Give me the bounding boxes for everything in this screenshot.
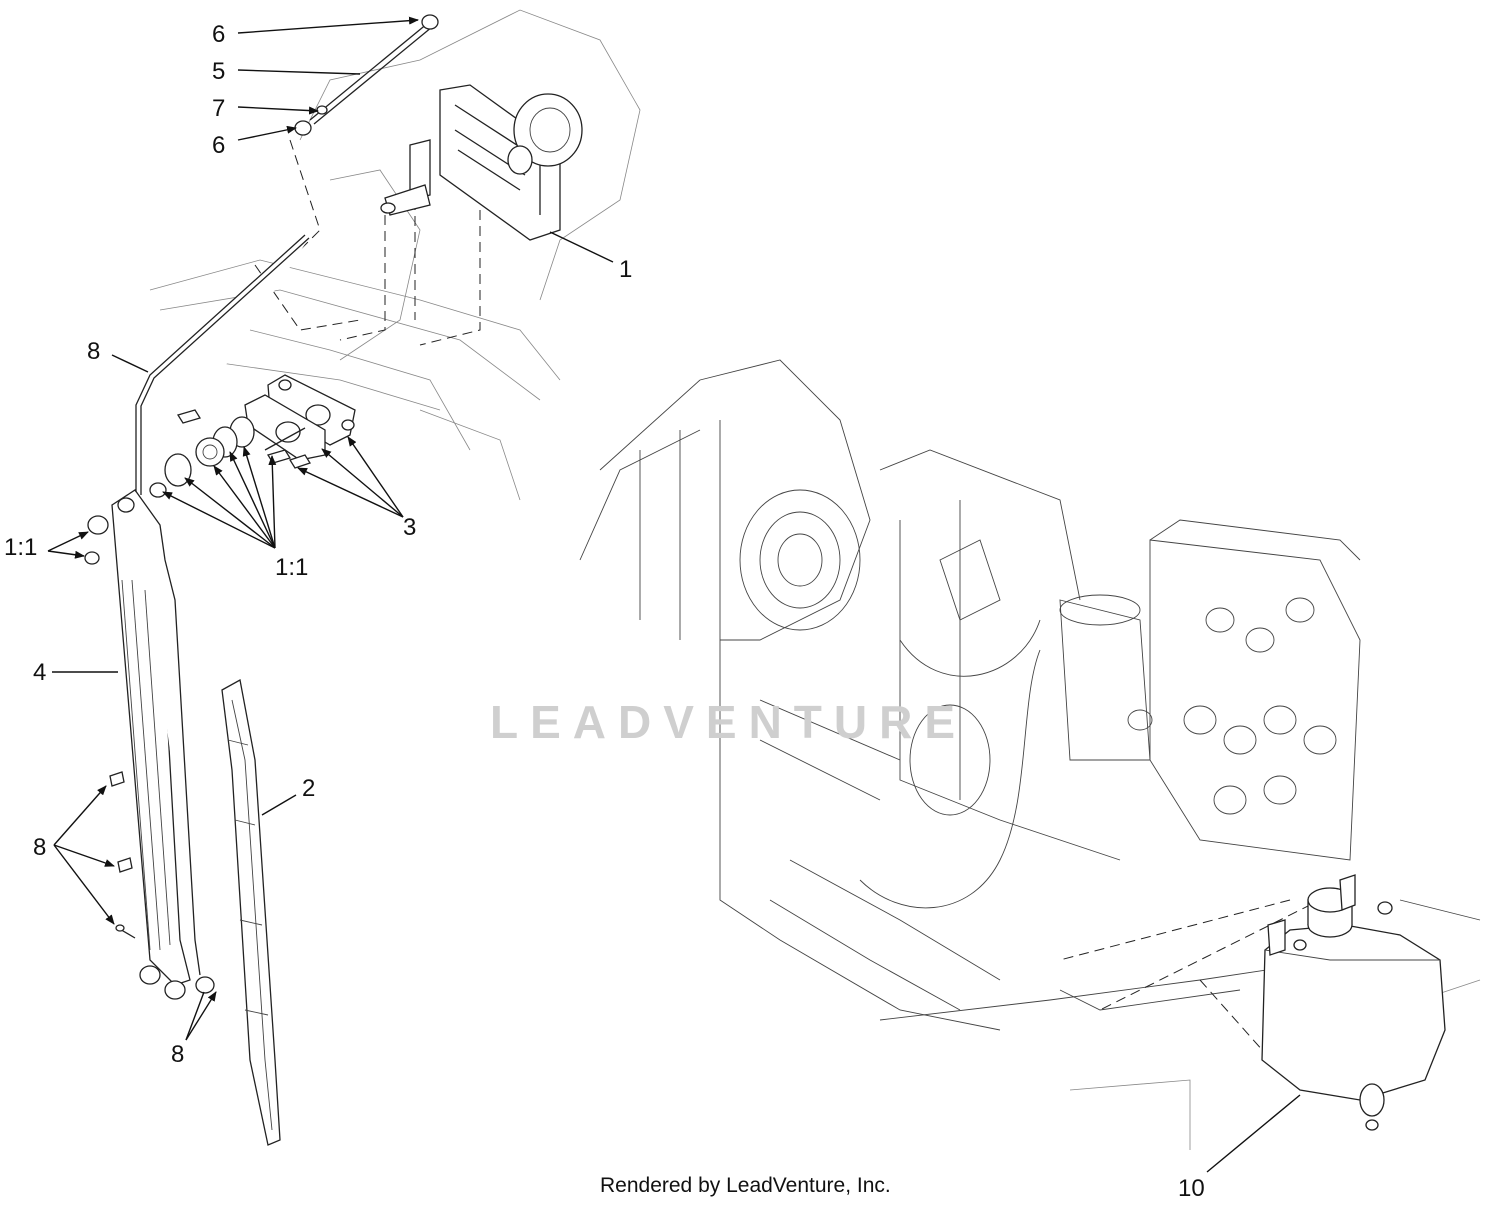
leader-lines (47, 16, 1301, 1173)
callout-1: 1 (619, 256, 632, 283)
watermark: LEADVENTURE (490, 696, 967, 748)
footer-credit: Rendered by LeadVenture, Inc. (600, 1174, 891, 1197)
wiper-motor (380, 84, 583, 241)
wiper-arm (84, 489, 215, 1000)
callout-5: 5 (212, 58, 225, 85)
background-frame-upper (149, 9, 641, 501)
callout-labels: 6 5 7 6 1 8 3 1:1 1:1 4 2 8 8 10 (4, 21, 1205, 1202)
callout-1-1-left: 1:1 (4, 534, 37, 561)
callout-6-bottom: 6 (212, 132, 225, 159)
mounting-hardware (149, 374, 356, 498)
callout-10: 10 (1178, 1175, 1205, 1202)
callout-1-1-center: 1:1 (275, 554, 308, 581)
washer-reservoir (1261, 874, 1446, 1131)
callout-7: 7 (212, 95, 225, 122)
callout-6-top: 6 (212, 21, 225, 48)
callout-8-top: 8 (87, 338, 100, 365)
callout-8-bottom: 8 (171, 1041, 184, 1068)
linkage-rod (294, 14, 439, 136)
wiper-blade (221, 678, 281, 1146)
wiper-link-rod (135, 234, 310, 495)
callout-8-middle: 8 (33, 834, 46, 861)
callout-4: 4 (33, 659, 46, 686)
centerlines-motor (254, 139, 481, 346)
callout-3: 3 (403, 514, 416, 541)
callout-2: 2 (302, 775, 315, 802)
